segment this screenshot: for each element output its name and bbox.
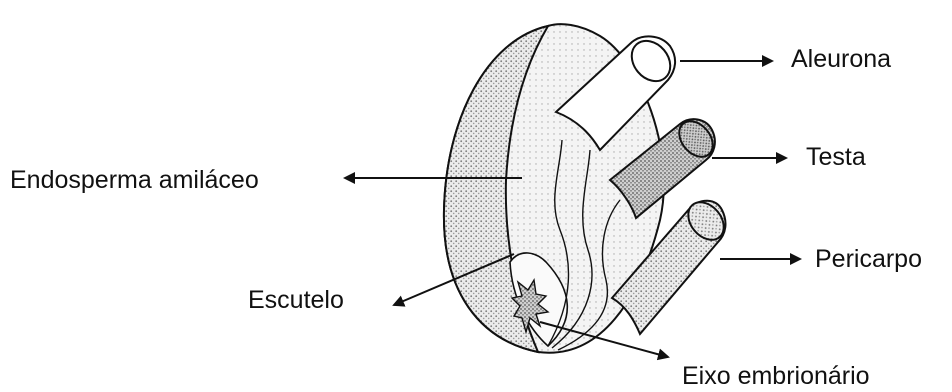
label-testa: Testa [806,145,866,170]
label-escutelo: Escutelo [248,288,344,313]
label-aleurona: Aleurona [791,47,891,72]
label-endosperma: Endosperma amiláceo [10,168,259,193]
label-eixo: Eixo embrionário [682,364,870,389]
label-pericarpo: Pericarpo [815,247,922,272]
